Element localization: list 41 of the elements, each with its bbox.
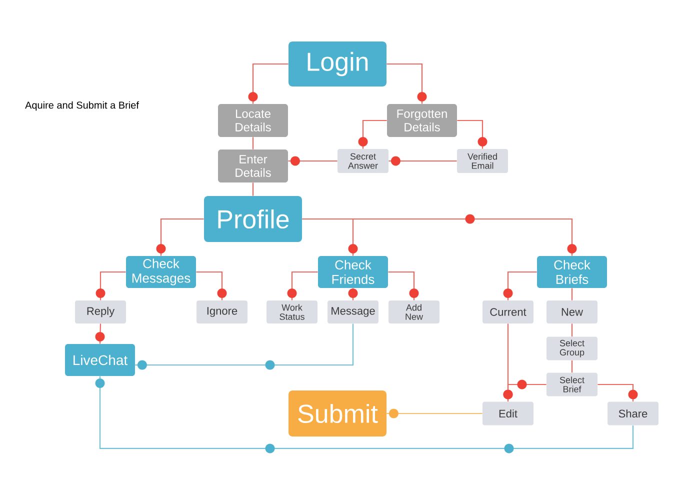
connector xyxy=(156,218,204,256)
process-box: Current xyxy=(482,300,534,324)
process-box: Secret Answer xyxy=(338,149,388,173)
process-box: Verified Email xyxy=(457,149,508,173)
process-box: Forgotten Details xyxy=(387,104,457,137)
connector xyxy=(388,271,419,300)
process-box: Check Messages xyxy=(126,256,196,288)
connector xyxy=(571,324,573,337)
connector xyxy=(248,63,288,104)
connector xyxy=(252,182,254,196)
process-box: Login xyxy=(288,42,386,86)
connector xyxy=(571,288,573,300)
connector xyxy=(358,120,387,149)
connector xyxy=(95,324,105,344)
process-box: Reply xyxy=(75,300,126,324)
connector xyxy=(386,63,427,104)
process-box: New xyxy=(546,300,598,324)
process-box: Locate Details xyxy=(218,104,288,137)
process-box: Work Status xyxy=(266,300,318,324)
process-box: Profile xyxy=(204,196,302,242)
process-box: Check Friends xyxy=(318,256,388,288)
connector xyxy=(388,156,457,166)
connector xyxy=(287,271,318,300)
connector xyxy=(348,288,358,300)
connector xyxy=(457,120,488,149)
process-box: Message xyxy=(328,300,378,324)
title: Aquire and Submit a Brief xyxy=(25,101,139,111)
process-box: Enter Details xyxy=(218,150,288,182)
process-box: Ignore xyxy=(196,300,248,324)
process-box: Select Group xyxy=(546,336,598,360)
process-box: LiveChat xyxy=(65,344,135,376)
process-box: Add New xyxy=(388,300,440,324)
connector xyxy=(302,214,577,256)
connector xyxy=(196,271,227,300)
connector xyxy=(503,271,537,300)
process-box: Check Briefs xyxy=(537,256,607,288)
connector xyxy=(96,271,126,300)
connector xyxy=(252,137,254,150)
connector xyxy=(135,324,354,370)
connector xyxy=(288,156,338,166)
connector xyxy=(571,360,573,373)
